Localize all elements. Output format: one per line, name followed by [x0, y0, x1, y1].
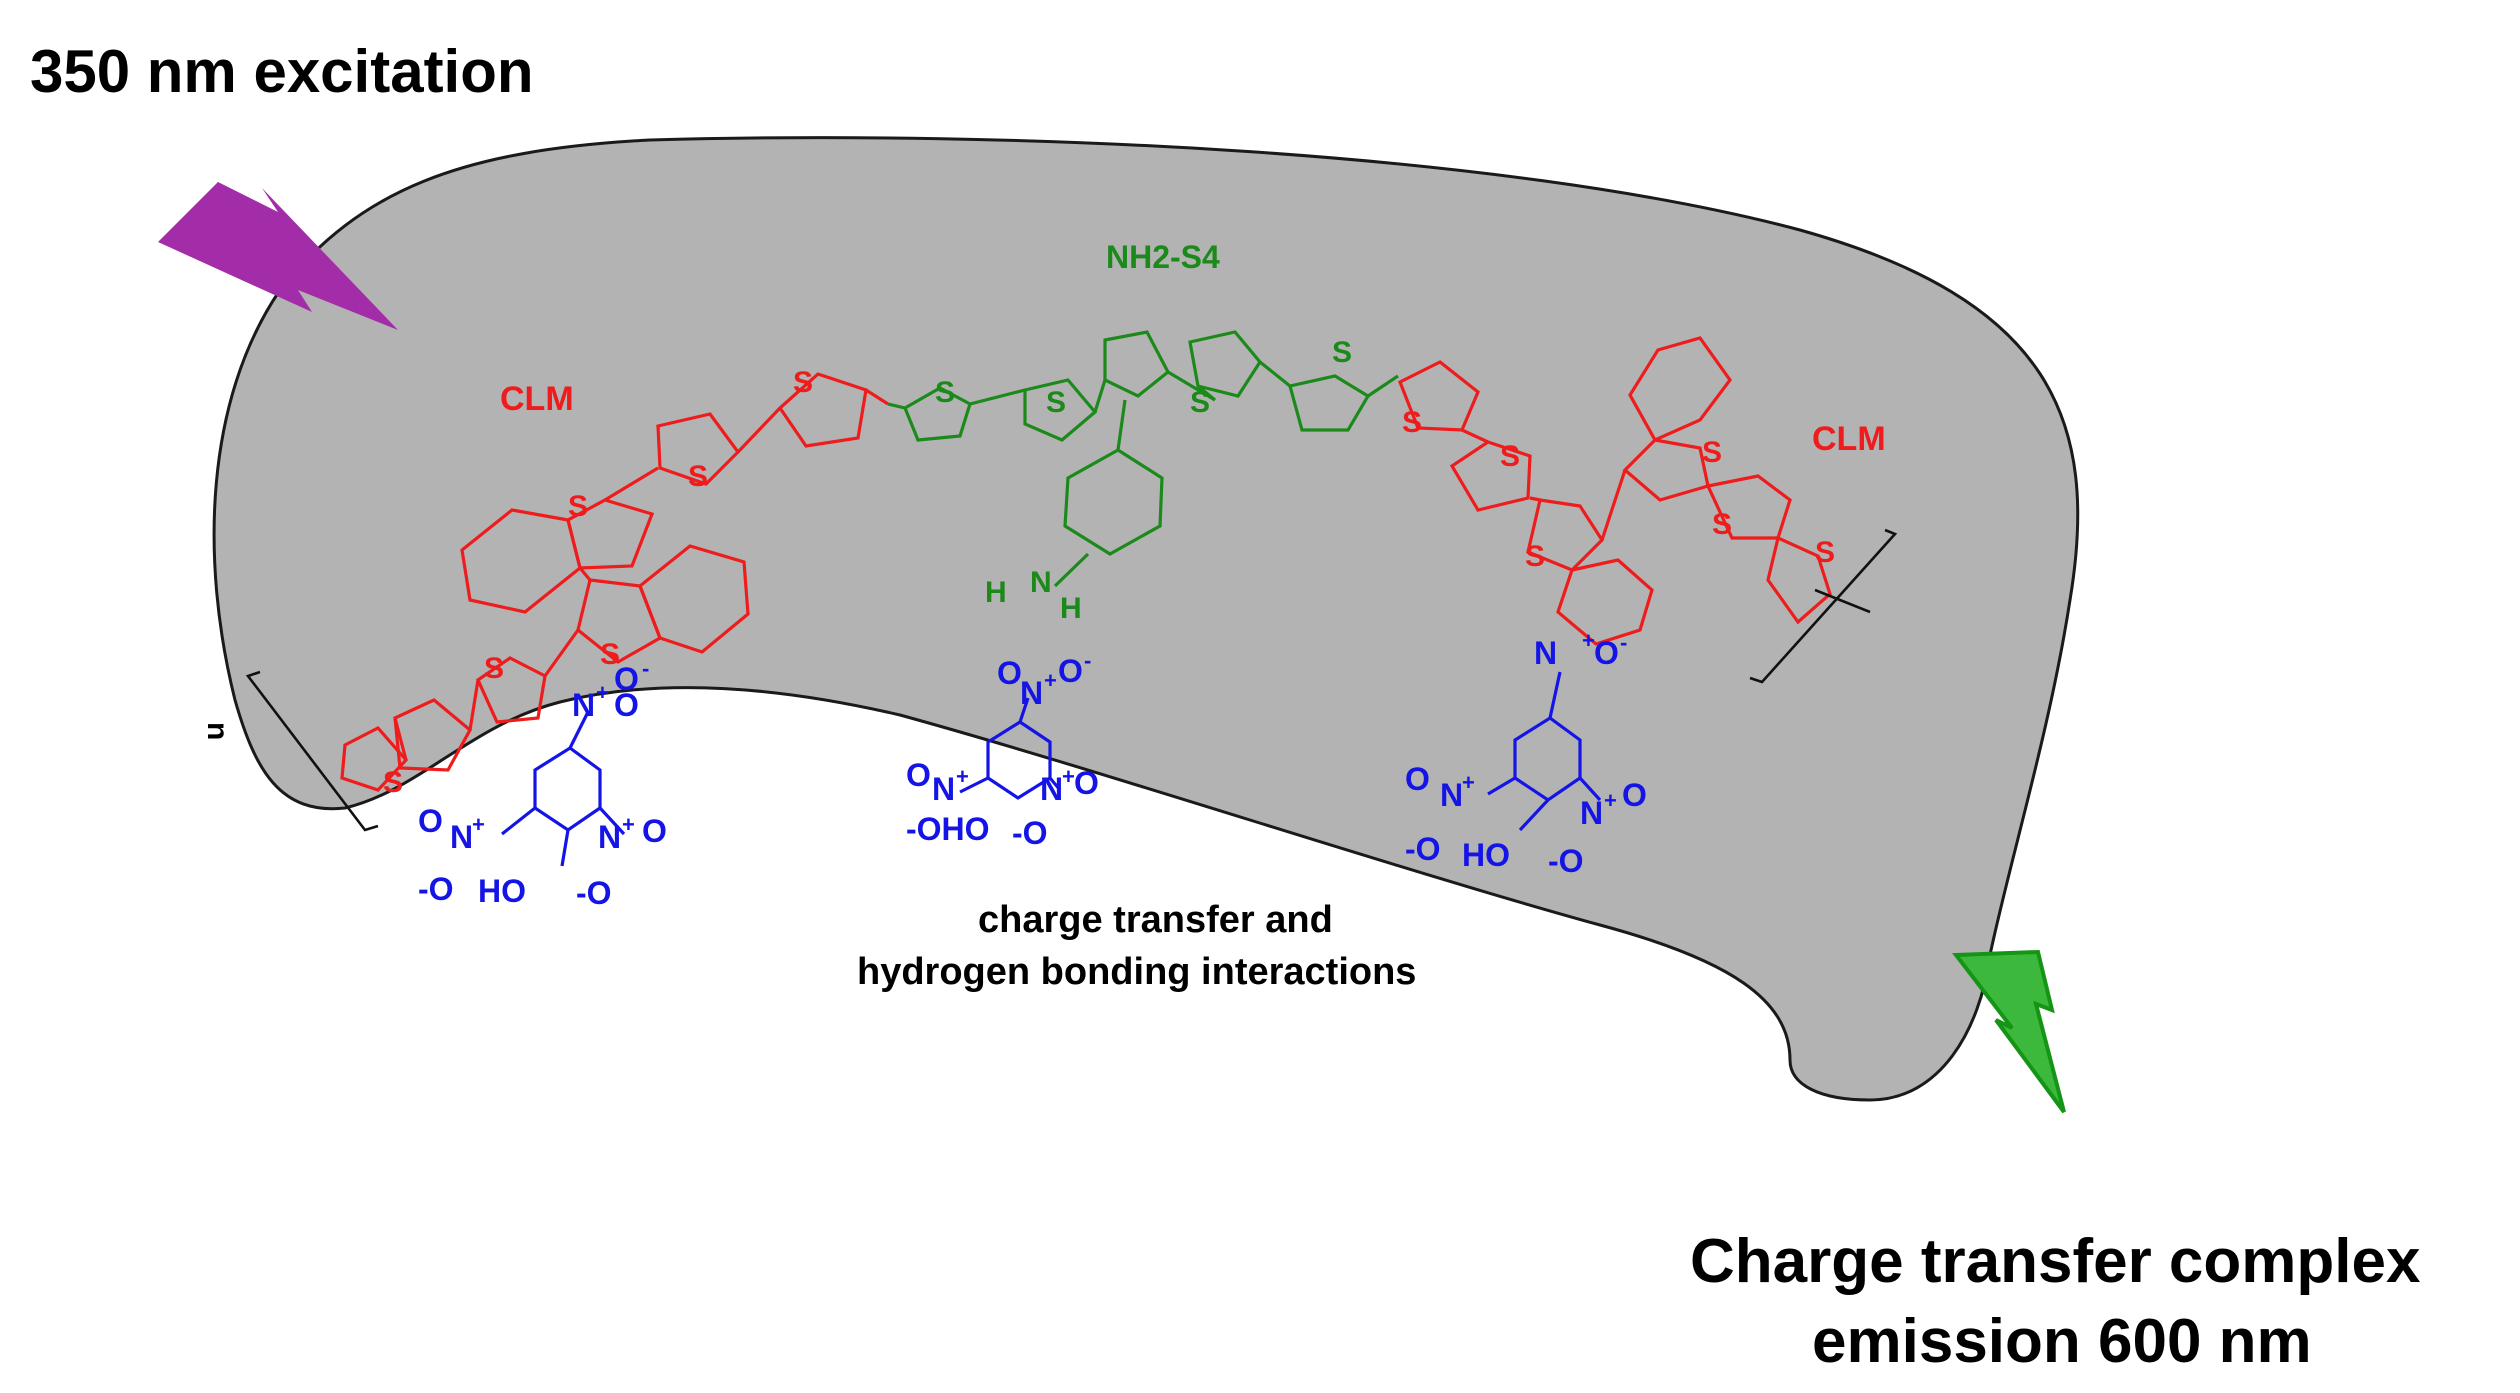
emission-label-line1: Charge transfer complex: [1690, 1227, 2421, 1296]
lightning-bolt-icon: [1952, 949, 2066, 1114]
oxygen-atom: O: [642, 813, 667, 849]
sulfur-atom: S: [935, 376, 955, 409]
oxygen-atom: -O: [1405, 831, 1441, 867]
sulfur-atom: S: [793, 366, 813, 399]
charge-sign: +: [1044, 668, 1057, 693]
charge-sign: +: [956, 764, 969, 789]
lightning-bolt-icon: [158, 182, 398, 330]
membrane-shape: [212, 136, 2080, 1102]
oxygen-atom: -O: [576, 875, 612, 911]
charge-sign: -: [1620, 630, 1627, 655]
picric-acid-middle: [959, 697, 1062, 800]
emission-label-line2: emission 600 nm: [1812, 1307, 2312, 1376]
hydroxyl-group: HO: [478, 873, 526, 909]
sulfur-atom: S: [1500, 440, 1520, 473]
oxygen-atom: O: [1622, 777, 1647, 813]
sulfur-atom: S: [600, 638, 620, 671]
nitro-group: N: [450, 819, 473, 855]
charge-sign: +: [1604, 788, 1617, 813]
hydroxyl-group: -OHO: [906, 811, 990, 847]
oxygen-atom: -O: [1548, 843, 1584, 879]
charge-sign: +: [1062, 764, 1075, 789]
nitro-group: N: [598, 819, 621, 855]
picric-acid-left: [501, 711, 626, 867]
sulfur-atom: S: [1332, 336, 1352, 369]
oxygen-atom: O: [997, 655, 1022, 691]
sulfur-atom: S: [1525, 540, 1545, 573]
hydrogen-atom: H: [985, 576, 1007, 609]
charge-sign: -: [1084, 648, 1091, 673]
segment-label-left: CLM: [500, 380, 574, 418]
repeat-bracket-right: [1749, 528, 1898, 684]
polymer-segment-left: [340, 372, 889, 792]
oxygen-atom: O: [614, 661, 639, 697]
sulfur-atom: S: [568, 490, 588, 523]
oxygen-atom: -O: [1012, 815, 1048, 851]
sulfur-atom: S: [484, 652, 504, 685]
nitro-group: N: [932, 771, 955, 807]
polymer-segment-right: [1397, 336, 1832, 646]
sulfur-atom: S: [1402, 406, 1422, 439]
oxygen-atom: O: [1405, 761, 1430, 797]
oxygen-atom: O: [614, 687, 639, 723]
nitro-group: N: [1040, 771, 1063, 807]
nitro-group: N: [1440, 777, 1463, 813]
charge-sign: +: [472, 812, 485, 837]
hydroxyl-group: HO: [1462, 837, 1510, 873]
oxygen-atom: O: [418, 803, 443, 839]
nitro-group: N: [1534, 635, 1557, 671]
oxygen-atom: O: [906, 757, 931, 793]
center-unit-label: NH2-S4: [1106, 239, 1220, 275]
charge-sign: +: [596, 680, 609, 705]
oxygen-atom: O: [1074, 765, 1099, 801]
hydrogen-atom: H: [1060, 592, 1082, 625]
excitation-label: 350 nm excitation: [30, 38, 534, 105]
sulfur-atom: S: [383, 766, 403, 799]
oxygen-atom: O: [1058, 653, 1083, 689]
sulfur-atom: S: [1815, 536, 1835, 569]
sulfur-atom: S: [688, 460, 708, 493]
oxygen-atom: O: [1530, 659, 1531, 661]
sulfur-atom: S: [1046, 386, 1066, 419]
polymer-segment-center: [887, 330, 1399, 588]
charge-sign: +: [622, 812, 635, 837]
segment-label-right: CLM: [1812, 420, 1886, 458]
repeat-bracket-left: [245, 670, 379, 832]
sulfur-atom: S: [1712, 508, 1732, 541]
interaction-label-line1: charge transfer and: [978, 899, 1333, 941]
interaction-label-line2: hydrogen bonding interactions: [857, 951, 1416, 993]
picric-acid-right: [1487, 671, 1602, 832]
nitrogen-atom: N: [1030, 566, 1052, 599]
oxygen-atom: -O: [418, 871, 454, 907]
charge-sign: +: [1462, 770, 1475, 795]
charge-sign: +: [1582, 628, 1595, 653]
sulfur-atom: S: [1190, 386, 1210, 419]
nitro-group: N: [1020, 675, 1043, 711]
oxygen-atom: O: [1594, 635, 1619, 671]
nitro-group: N: [1580, 795, 1603, 831]
sulfur-atom: S: [1702, 436, 1722, 469]
charge-sign: -: [642, 656, 649, 681]
nitro-group: N: [572, 687, 595, 723]
repeat-index: n: [201, 722, 234, 740]
